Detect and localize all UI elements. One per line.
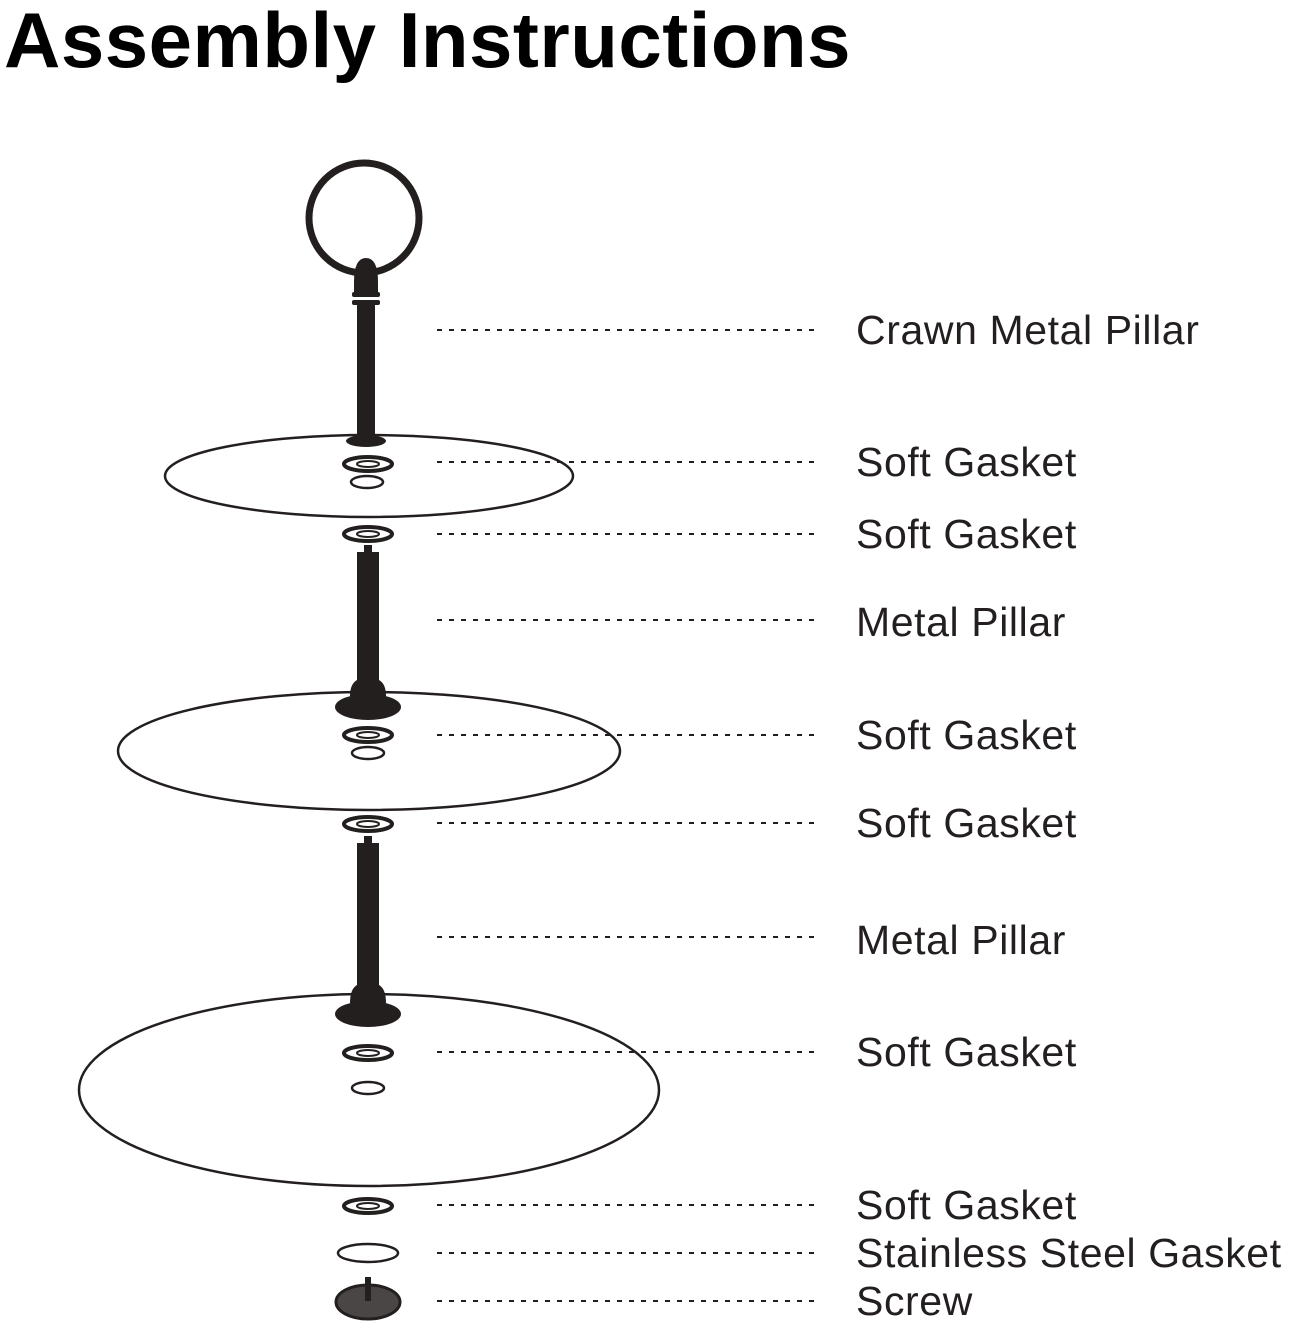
soft-gasket-icon [342, 525, 394, 543]
label-soft-gasket-6: Soft Gasket [856, 1182, 1077, 1228]
label-crown-metal-pillar: Crawn Metal Pillar [856, 307, 1200, 353]
bottom-plate-hole [350, 1080, 386, 1096]
label-metal-pillar-2: Metal Pillar [856, 917, 1066, 963]
label-stainless-steel-gasket: Stainless Steel Gasket [856, 1230, 1282, 1276]
top-plate-gasket-icon [342, 455, 394, 473]
label-soft-gasket-3: Soft Gasket [856, 712, 1077, 758]
middle-plate [116, 690, 622, 812]
screw-icon [334, 1277, 402, 1321]
stainless-steel-gasket-icon [336, 1242, 400, 1264]
label-soft-gasket-2: Soft Gasket [856, 511, 1077, 557]
bottom-plate-gasket-icon [342, 1044, 394, 1062]
crown-ring-icon [305, 159, 423, 277]
soft-gasket-icon [342, 815, 394, 833]
middle-plate-gasket-icon [342, 726, 394, 744]
label-screw: Screw [856, 1278, 973, 1324]
bottom-plate [77, 992, 661, 1188]
label-soft-gasket-5: Soft Gasket [856, 1029, 1077, 1075]
leader-lines [437, 329, 815, 1302]
middle-plate-hole [350, 745, 386, 761]
label-soft-gasket-1: Soft Gasket [856, 439, 1077, 485]
label-metal-pillar-1: Metal Pillar [856, 599, 1066, 645]
top-plate [163, 433, 575, 519]
crown-metal-pillar [346, 258, 386, 447]
label-soft-gasket-4: Soft Gasket [856, 800, 1077, 846]
top-plate-hole [349, 474, 385, 490]
metal-pillar-lower [335, 836, 401, 1027]
page-title: Assembly Instructions [4, 0, 852, 84]
soft-gasket-icon [342, 1197, 394, 1215]
metal-pillar-upper [335, 545, 401, 720]
